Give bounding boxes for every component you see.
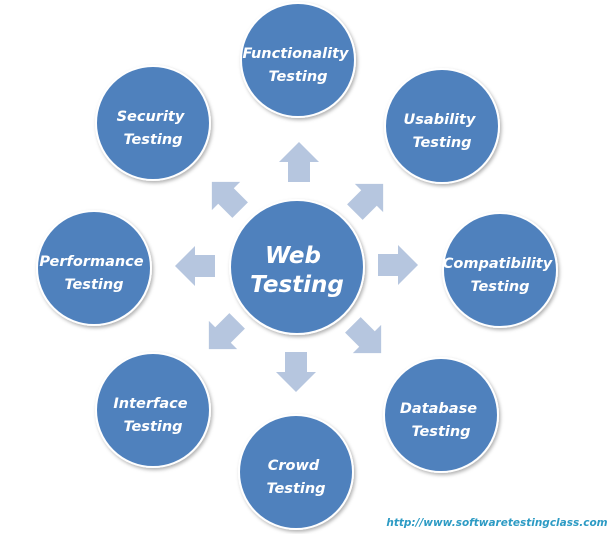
node-usability-testing: Usability Testing: [384, 68, 500, 184]
arrow-to-crowd: [276, 352, 316, 392]
center-label: Web Testing: [250, 243, 344, 298]
arrow-shape: [175, 246, 215, 286]
arrow-to-security: [211, 181, 248, 218]
node-label-line-2: Testing: [64, 277, 123, 293]
arrows-layer: [175, 142, 418, 392]
node-circle: [95, 65, 211, 181]
node-label-line-2: Testing: [412, 135, 471, 151]
node-label-line-1: Functionality: [242, 46, 349, 62]
node-label-line-1: Usability: [404, 112, 476, 128]
node-crowd-testing: Crowd Testing: [238, 414, 354, 530]
arrow-to-performance: [175, 246, 215, 286]
node-label: Usability Testing: [404, 112, 481, 151]
node-label: Security Testing: [117, 109, 190, 148]
node-label-line-2: Testing: [411, 424, 470, 440]
node-label: Database Testing: [400, 401, 482, 440]
arrow-shape: [211, 181, 248, 218]
node-circle: [238, 414, 354, 530]
node-label: Performance Testing: [39, 254, 148, 293]
arrow-shape: [378, 245, 418, 285]
center-label-line-2: Testing: [250, 272, 344, 298]
node-circle: [384, 68, 500, 184]
arrow-shape: [208, 313, 245, 350]
node-security-testing: Security Testing: [95, 65, 211, 181]
node-performance-testing: Performance Testing: [36, 210, 152, 326]
node-circle: [383, 357, 499, 473]
node-label: Compatibility Testing: [443, 256, 558, 295]
node-label-line-1: Security: [117, 109, 185, 125]
arrow-shape: [347, 183, 384, 220]
center-node-web-testing: Web Testing: [229, 199, 365, 335]
source-url: http://www.softwaretestingclass.com: [386, 517, 607, 529]
arrow-to-interface: [208, 313, 245, 350]
node-interface-testing: Interface Testing: [95, 352, 211, 468]
arrow-shape: [345, 317, 382, 354]
arrow-to-usability: [347, 183, 384, 220]
node-circle: [442, 212, 558, 328]
node-label-line-1: Database: [400, 401, 477, 417]
node-label: Interface Testing: [113, 396, 192, 435]
arrow-to-database: [345, 317, 382, 354]
node-circle: [95, 352, 211, 468]
arrow-shape: [276, 352, 316, 392]
node-label-line-1: Compatibility: [443, 256, 553, 272]
node-circle: [240, 2, 356, 118]
node-label-line-1: Crowd: [268, 458, 320, 474]
node-functionality-testing: Functionality Testing: [240, 2, 356, 118]
node-label: Functionality Testing: [242, 46, 353, 85]
center-circle: [229, 199, 365, 335]
arrow-to-compatibility: [378, 245, 418, 285]
nodes-layer: Web Testing Functionality Testing Usabil…: [36, 2, 558, 530]
node-label-line-2: Testing: [123, 419, 182, 435]
center-label-line-1: Web: [265, 243, 321, 269]
node-label-line-1: Interface: [113, 396, 187, 412]
node-compatibility-testing: Compatibility Testing: [442, 212, 558, 328]
arrow-shape: [279, 142, 319, 182]
node-database-testing: Database Testing: [383, 357, 499, 473]
node-label-line-2: Testing: [470, 279, 529, 295]
node-label-line-2: Testing: [123, 132, 182, 148]
node-label: Crowd Testing: [266, 458, 325, 497]
node-label-line-1: Performance: [39, 254, 143, 270]
arrow-to-functionality: [279, 142, 319, 182]
node-circle: [36, 210, 152, 326]
node-label-line-2: Testing: [268, 69, 327, 85]
node-label-line-2: Testing: [266, 481, 325, 497]
